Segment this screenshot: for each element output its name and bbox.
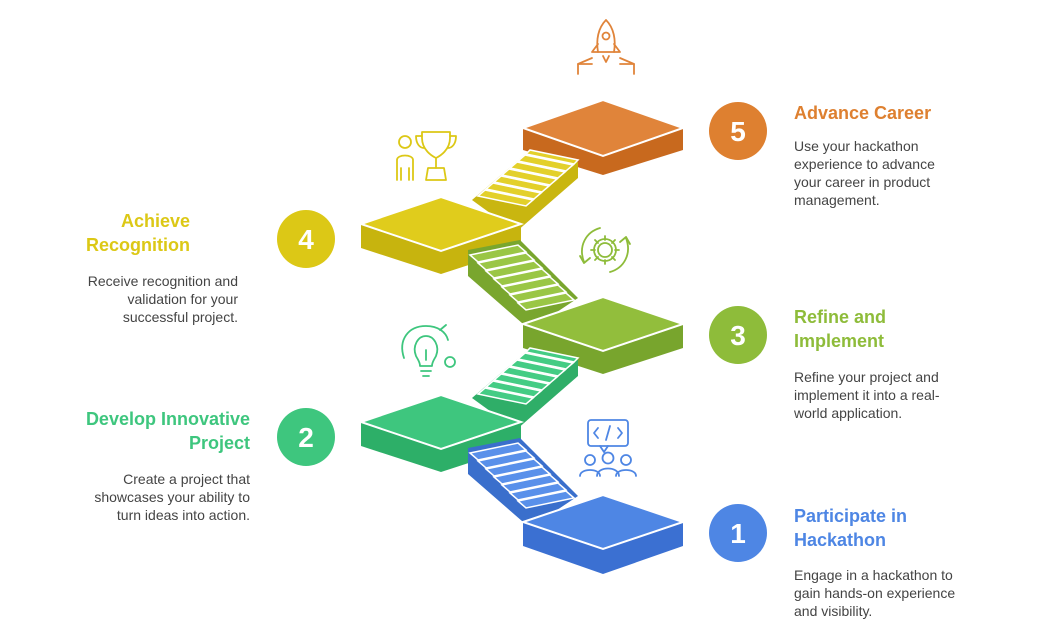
step-badge-2: 2: [277, 408, 335, 466]
rocket-icon: [578, 20, 634, 74]
step-number-1: 1: [730, 518, 746, 549]
step-1-desc-line1: Engage in a hackathon to: [794, 567, 953, 583]
step-4-title: Achieve Recognition: [40, 209, 190, 257]
step-2-description: Create a project that showcases your abi…: [30, 470, 250, 524]
step-3-desc-line2: implement it into a real-: [794, 387, 940, 403]
step-4-title-line2: Recognition: [86, 235, 190, 255]
step-number-4: 4: [298, 224, 314, 255]
trophy-person-icon: [397, 132, 456, 180]
step-5-description: Use your hackathon experience to advance…: [794, 137, 994, 209]
step-1-title: Participate in Hackathon: [794, 504, 907, 552]
team-coding-icon: [580, 420, 636, 476]
step-1-desc-line3: and visibility.: [794, 603, 872, 619]
step-2-title: Develop Innovative Project: [30, 407, 250, 455]
step-5-desc-line4: management.: [794, 192, 880, 208]
step-5-desc-line1: Use your hackathon: [794, 138, 919, 154]
step-2-title-line1: Develop Innovative: [86, 409, 250, 429]
step-4-title-line1: Achieve: [121, 211, 190, 231]
step-number-2: 2: [298, 422, 314, 453]
step-badge-1: 1: [709, 504, 767, 562]
step-5-desc-line2: experience to advance: [794, 156, 935, 172]
step-2-desc-line3: turn ideas into action.: [117, 507, 250, 523]
step-5-desc-line3: your career in product: [794, 174, 930, 190]
step-2-desc-line2: showcases your ability to: [94, 489, 250, 505]
step-3-title-line1: Refine and: [794, 307, 886, 327]
step-badge-5: 5: [709, 102, 767, 160]
step-badge-4: 4: [277, 210, 335, 268]
step-number-3: 3: [730, 320, 746, 351]
lightbulb-icon: [402, 325, 455, 376]
step-1-desc-line2: gain hands-on experience: [794, 585, 955, 601]
gear-cycle-icon: [580, 228, 630, 272]
step-4-description: Receive recognition and validation for y…: [38, 272, 238, 326]
step-1-title-line1: Participate in: [794, 506, 907, 526]
step-1-title-line2: Hackathon: [794, 530, 886, 550]
step-4-desc-line3: successful project.: [123, 309, 238, 325]
step-4-desc-line1: Receive recognition and: [88, 273, 238, 289]
step-number-5: 5: [730, 116, 746, 147]
step-2-title-line2: Project: [189, 433, 250, 453]
step-1-description: Engage in a hackathon to gain hands-on e…: [794, 566, 1014, 620]
step-3-title-line2: Implement: [794, 331, 884, 351]
step-3-title: Refine and Implement: [794, 305, 886, 353]
step-5-title-line1: Advance Career: [794, 103, 931, 123]
step-4-desc-line2: validation for your: [127, 291, 238, 307]
step-3-desc-line3: world application.: [794, 405, 902, 421]
step-3-desc-line1: Refine your project and: [794, 369, 939, 385]
step-3-description: Refine your project and implement it int…: [794, 368, 994, 422]
step-badge-3: 3: [709, 306, 767, 364]
step-2-desc-line1: Create a project that: [123, 471, 250, 487]
step-5-title: Advance Career: [794, 101, 931, 125]
